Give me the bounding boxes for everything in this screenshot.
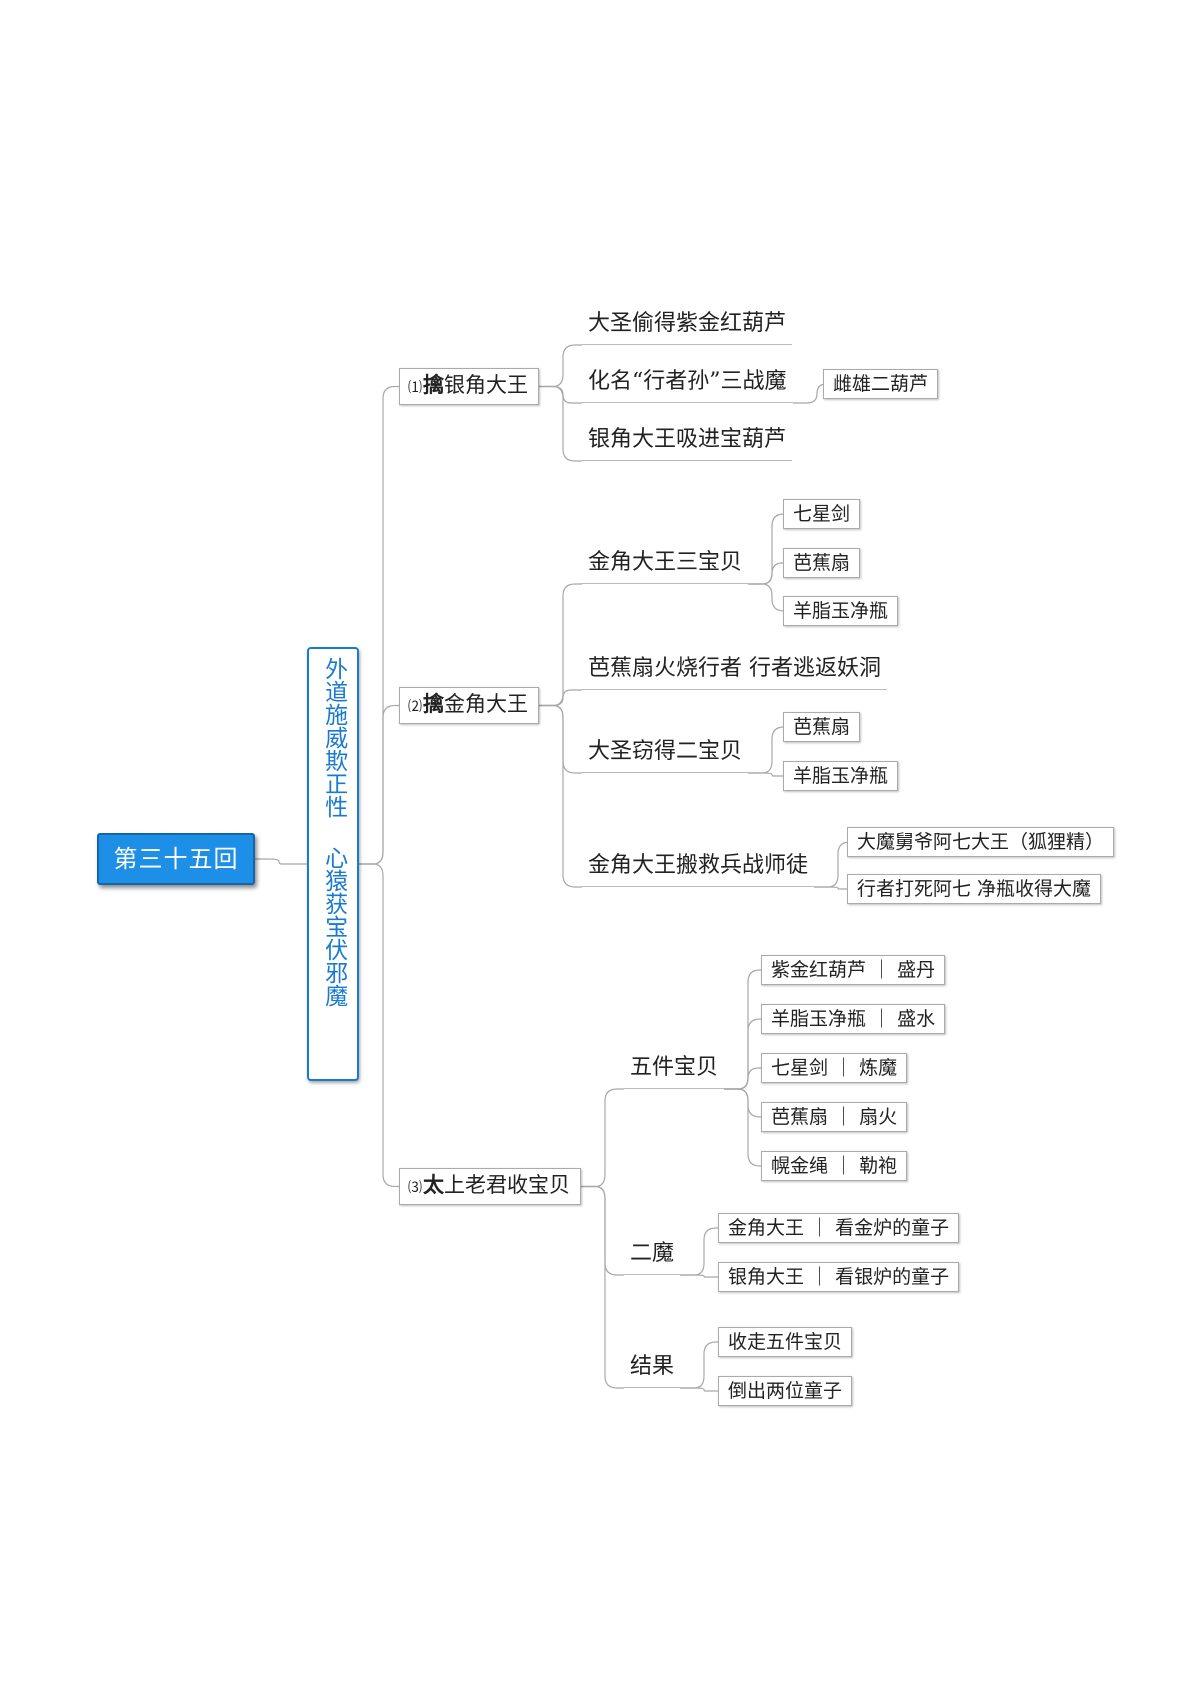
- branch-3-first-char: 太: [423, 1173, 444, 1197]
- connector-1: [359, 385, 399, 865]
- branch-1-child-3: 银角大王吸进宝葫芦: [582, 426, 793, 461]
- branch-3-child-1-leaf-1: 紫金红葫芦 ｜ 盛丹: [761, 955, 946, 985]
- connector-0: [255, 858, 307, 865]
- branch-3-child-1-leaf-3: 七星剑 ｜ 炼魔: [761, 1053, 908, 1083]
- connector-18: [814, 886, 847, 890]
- branch-3-label: 上老君收宝贝: [444, 1173, 570, 1197]
- branch-2-child-3-leaf-1: 芭蕉扇: [783, 712, 861, 742]
- connector-2: [359, 704, 399, 865]
- connector-6: [539, 385, 582, 462]
- branch-1-child-2-leaf-1: 雌雄二葫芦: [823, 369, 939, 399]
- branch-1-first-char: 擒: [423, 373, 444, 397]
- branch-2-node: ⑵擒金角大王: [399, 687, 539, 724]
- branch-2-child-2: 芭蕉扇火烧行者 行者逃返妖洞: [582, 655, 887, 690]
- branch-1-node: ⑴擒银角大王: [399, 368, 539, 405]
- branch-3-number: ⑶: [408, 1180, 422, 1196]
- connector-19: [581, 1088, 624, 1188]
- theme-node: 外道施威欺正性心猿获宝伏邪魔: [307, 647, 359, 1081]
- branch-1-child-2: 化名“行者孙”三战魔: [582, 368, 793, 403]
- connector-8: [539, 583, 582, 707]
- connector-7: [793, 383, 827, 404]
- connector-16: [748, 772, 783, 777]
- connector-10: [539, 704, 582, 774]
- connector-3: [359, 863, 399, 1188]
- branch-1-label: 银角大王: [444, 373, 528, 397]
- connector-21: [581, 1185, 624, 1389]
- branch-3-child-3-leaf-1: 收走五件宝贝: [718, 1327, 853, 1357]
- branch-2-child-4-leaf-2: 行者打死阿七 净瓶收得大魔: [847, 874, 1102, 904]
- branch-2-first-char: 擒: [423, 692, 444, 716]
- connector-14: [748, 583, 785, 612]
- branch-3-child-2-leaf-2: 银角大王 ｜ 看银炉的童子: [718, 1262, 960, 1292]
- connector-12: [748, 513, 785, 585]
- root-node: 第三十五回: [97, 833, 255, 885]
- branch-2-child-3-leaf-2: 羊脂玉净瓶: [783, 761, 899, 791]
- branch-2-child-1: 金角大王三宝贝: [582, 549, 749, 584]
- connector-23: [724, 1018, 761, 1090]
- connector-28: [680, 1274, 718, 1278]
- branch-3-child-2: 二魔: [624, 1240, 681, 1275]
- connector-4: [539, 344, 582, 388]
- connector-27: [680, 1227, 718, 1276]
- branch-3-child-1: 五件宝贝: [624, 1054, 725, 1089]
- branch-3-child-2-leaf-1: 金角大王 ｜ 看金炉的童子: [718, 1213, 960, 1243]
- connector-20: [581, 1185, 624, 1276]
- branch-3-child-1-leaf-5: 幌金绳 ｜ 勒袍: [761, 1151, 908, 1181]
- branch-1-number: ⑴: [408, 380, 422, 396]
- theme-line-1: 外道施威欺正性: [320, 657, 347, 818]
- branch-2-child-1-leaf-2: 芭蕉扇: [783, 548, 861, 578]
- connector-9: [539, 689, 582, 707]
- branch-2-label: 金角大王: [444, 692, 528, 716]
- branch-3-node: ⑶太上老君收宝贝: [399, 1168, 581, 1205]
- branch-2-child-3: 大圣窃得二宝贝: [582, 738, 749, 773]
- branch-1-child-1: 大圣偷得紫金红葫芦: [582, 310, 793, 345]
- connector-25: [724, 1088, 761, 1118]
- branch-2-number: ⑵: [408, 699, 422, 715]
- branch-2-child-1-leaf-3: 羊脂玉净瓶: [783, 596, 899, 626]
- branch-2-child-4-leaf-1: 大魔舅爷阿七大王（狐狸精）: [847, 827, 1115, 857]
- connector-11: [539, 704, 582, 888]
- branch-3-child-1-leaf-2: 羊脂玉净瓶 ｜ 盛水: [761, 1004, 946, 1034]
- connector-29: [680, 1341, 718, 1389]
- branch-3-child-1-leaf-4: 芭蕉扇 ｜ 扇火: [761, 1102, 908, 1132]
- connector-24: [724, 1067, 761, 1090]
- branch-3-child-3: 结果: [624, 1353, 681, 1388]
- connector-30: [680, 1387, 718, 1392]
- connector-13: [748, 562, 783, 585]
- connector-22: [724, 969, 761, 1090]
- connector-17: [814, 841, 851, 888]
- branch-2-child-1-leaf-1: 七星剑: [783, 499, 861, 529]
- connector-26: [724, 1088, 761, 1167]
- theme-line-2: 心猿获宝伏邪魔: [320, 846, 347, 1007]
- branch-2-child-4: 金角大王搬救兵战师徒: [582, 852, 815, 887]
- branch-3-child-3-leaf-2: 倒出两位童子: [718, 1376, 853, 1406]
- connector-15: [748, 726, 785, 774]
